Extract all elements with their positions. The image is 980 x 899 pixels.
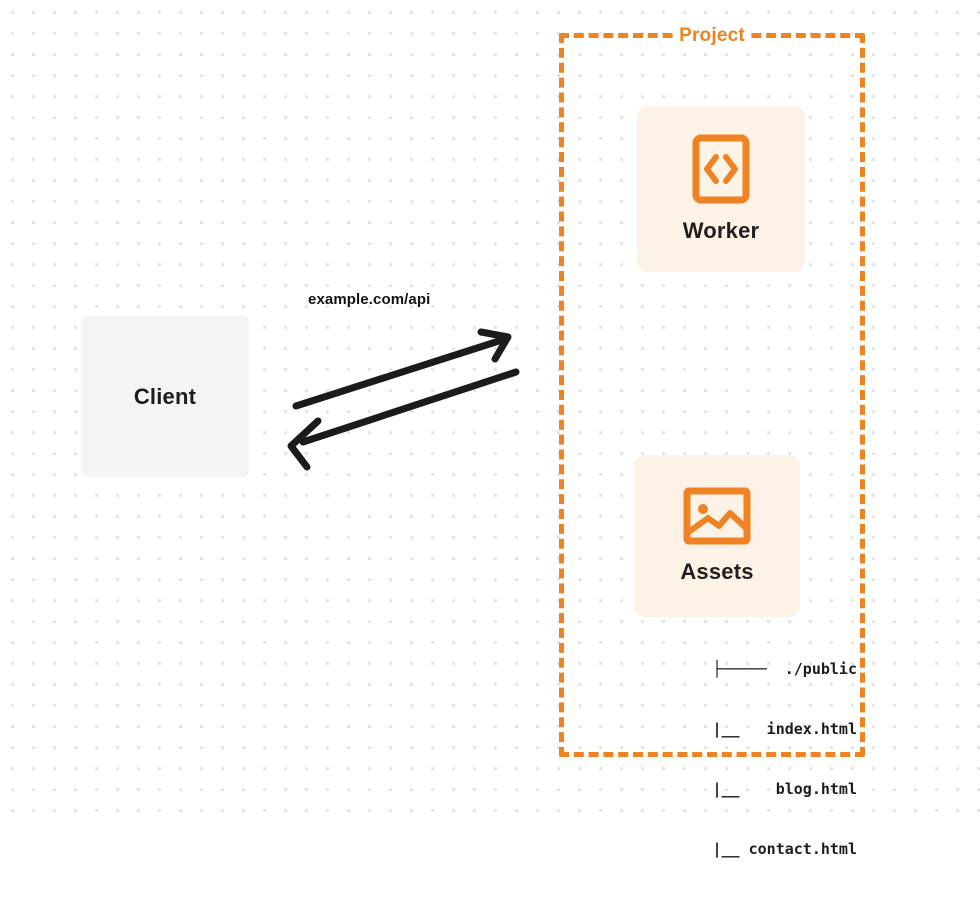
assets-card[interactable]: Assets <box>634 455 800 617</box>
request-url-label: example.com/api <box>308 291 431 308</box>
code-brackets-icon <box>692 134 750 204</box>
project-container: Project Worker Assets <box>559 25 865 858</box>
arrow-right-icon <box>292 328 512 410</box>
worker-label: Worker <box>682 218 760 243</box>
file-tree-row: ├───── ./public <box>712 660 858 678</box>
client-label: Client <box>133 383 197 409</box>
diagram-canvas: Client example.com/api Project W <box>0 0 980 858</box>
worker-card[interactable]: Worker <box>637 106 805 272</box>
file-tree-row: |__ contact.html <box>667 840 857 858</box>
assets-label: Assets <box>680 559 754 584</box>
project-title: Project <box>673 25 751 47</box>
file-tree-row: |__ blog.html <box>667 780 857 798</box>
image-icon <box>683 487 751 545</box>
client-node[interactable]: Client <box>81 316 249 477</box>
file-tree-row: |__ index.html <box>667 720 857 738</box>
arrow-left-icon <box>287 368 520 471</box>
file-tree: ├───── ./public |__ index.html |__ blog.… <box>612 619 857 899</box>
